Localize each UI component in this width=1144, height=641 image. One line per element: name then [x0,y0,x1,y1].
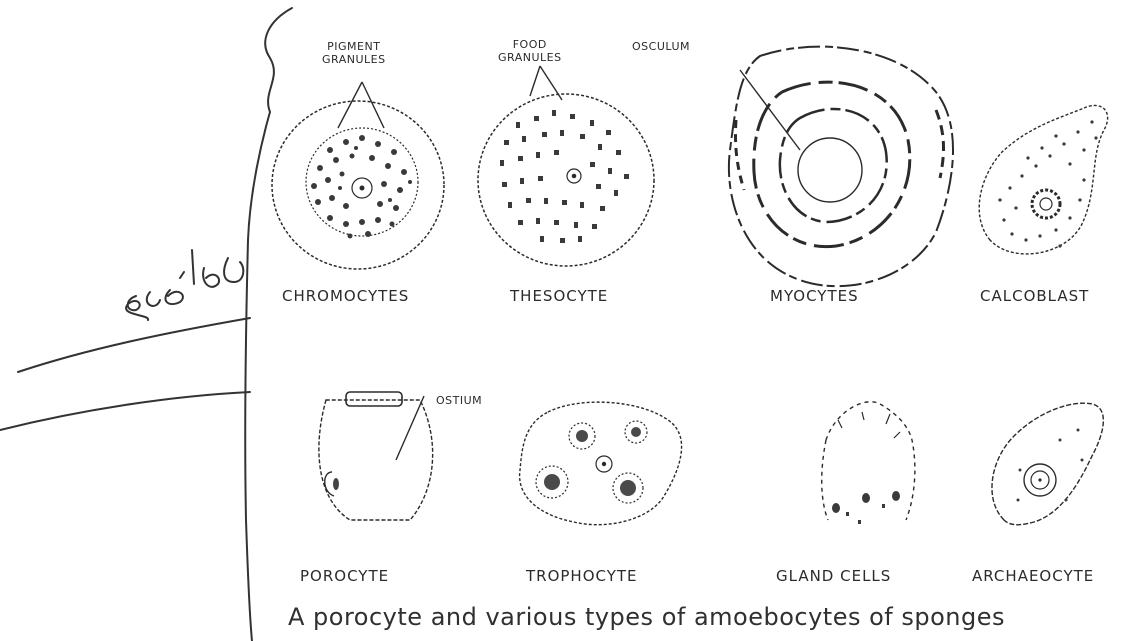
handwritten-annotation [0,8,292,641]
figure-caption: A porocyte and various types of amoebocy… [288,603,1005,631]
cell-label-archaeocyte: ARCHAEOCYTE [972,567,1094,585]
cell-label-trophocyte: TROPHOCYTE [526,567,638,585]
cell-label-thesocyte: THESOCYTE [510,287,608,305]
calcoblast-drawing [979,105,1107,253]
chromocyte-drawing [272,82,444,269]
myocyte-drawing [729,47,953,287]
ostium-label: OSTIUM [436,394,482,407]
cell-label-calcoblast: CALCOBLAST [980,287,1089,305]
cell-label-chromocytes: CHROMOCYTES [282,287,409,305]
cell-label-porocyte: POROCYTE [300,567,389,585]
trophocyte-drawing [520,402,682,525]
cell-label-myocytes: MYOCYTES [770,287,859,305]
cell-label-gland-cells: GLAND CELLS [776,567,891,585]
porocyte-drawing [319,392,433,520]
osculum-label: OSCULUM [632,40,690,53]
thesocyte-drawing [478,66,654,266]
gland-cells-drawing [822,402,915,524]
archaeocyte-drawing [992,403,1103,525]
